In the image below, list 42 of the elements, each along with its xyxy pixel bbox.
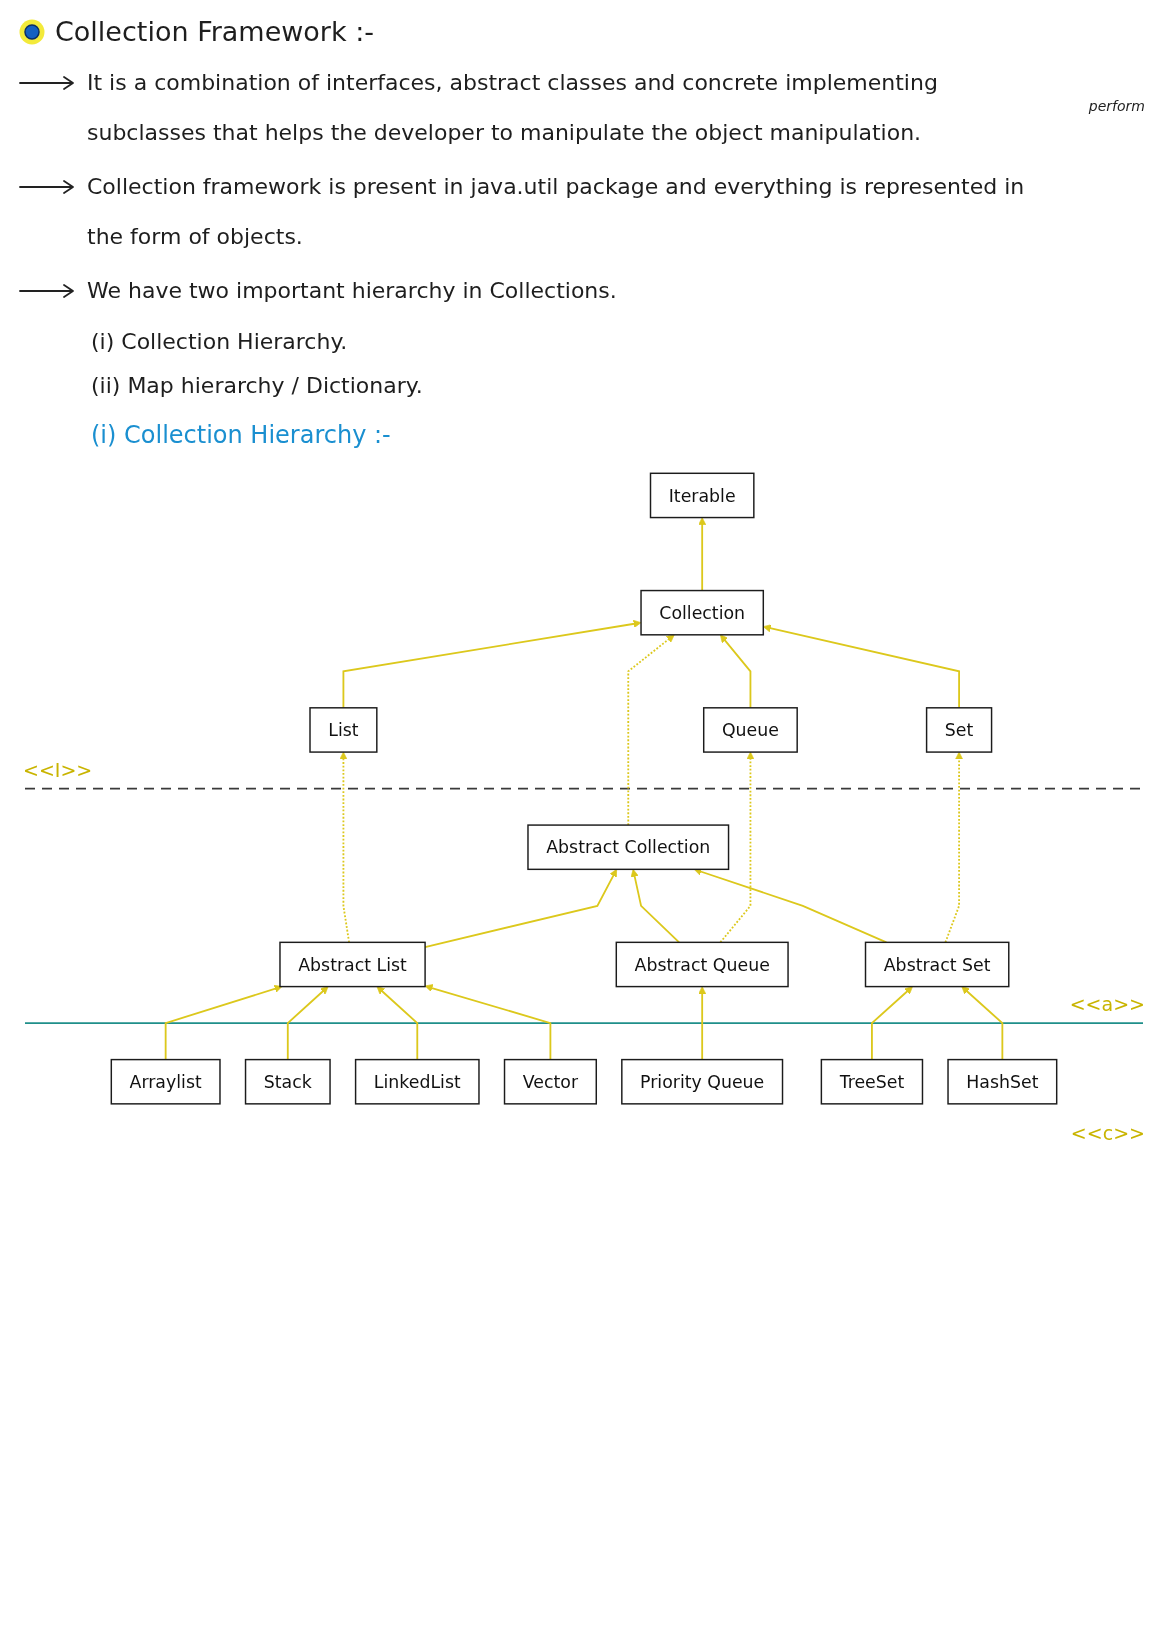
arrow: [961, 986, 1004, 1061]
node-box: Priority Queue: [621, 1058, 784, 1105]
arrow: [164, 984, 283, 1061]
stereotype-tag: <<I>>: [23, 758, 93, 782]
node-box: TreeSet: [820, 1058, 924, 1105]
arrow: [342, 619, 642, 709]
node-box: Stack: [244, 1058, 331, 1105]
node-box: Queue: [703, 707, 798, 753]
node-box: Abstract Queue: [615, 941, 789, 988]
arrow: [944, 751, 964, 944]
stereotype-tag: <<a>>: [1069, 993, 1145, 1017]
arrow: [627, 634, 675, 826]
arrow: [719, 751, 755, 944]
node-box: LinkedList: [354, 1058, 480, 1105]
section-heading: (i) Collection Hierarchy :-: [91, 420, 392, 451]
arrow: [871, 986, 913, 1061]
arrow: [424, 984, 552, 1061]
node-box: Abstract Collection: [527, 824, 730, 871]
arrow: [698, 986, 707, 1061]
arrow: [720, 634, 752, 709]
node-box: Iterable: [649, 472, 755, 519]
arrow: [698, 517, 707, 592]
node-box: Abstract List: [279, 941, 426, 988]
arrow: [339, 751, 350, 944]
stereotype-tag: <<c>>: [1070, 1121, 1145, 1145]
paragraph: Collection framework is present in java.util package and everything is represented in the form of objects.: [87, 173, 1026, 251]
arrow: [376, 986, 419, 1061]
arrow: [630, 868, 681, 944]
correction-note: perform: [1088, 98, 1145, 114]
heading: Collection Framework :-: [55, 15, 375, 49]
list-item: (ii) Map hierarchy / Dictionary.: [91, 372, 424, 400]
node-box: List: [309, 707, 378, 753]
node-box: Vector: [503, 1058, 597, 1105]
paragraph: It is a combination of interfaces, abstract classes and concrete implementing subclasses that helps the developer to manipulate the object manipulation.: [87, 69, 939, 147]
node-box: Collection: [640, 589, 765, 636]
node-box: Abstract Set: [864, 941, 1010, 988]
list-item: (i) Collection Hierarchy.: [91, 328, 349, 356]
paragraph: We have two important hierarchy in Collections.: [87, 277, 618, 305]
node-box: Arraylist: [110, 1058, 221, 1105]
arrow: [286, 986, 329, 1061]
node-box: HashSet: [947, 1058, 1058, 1105]
node-box: Set: [925, 707, 993, 753]
